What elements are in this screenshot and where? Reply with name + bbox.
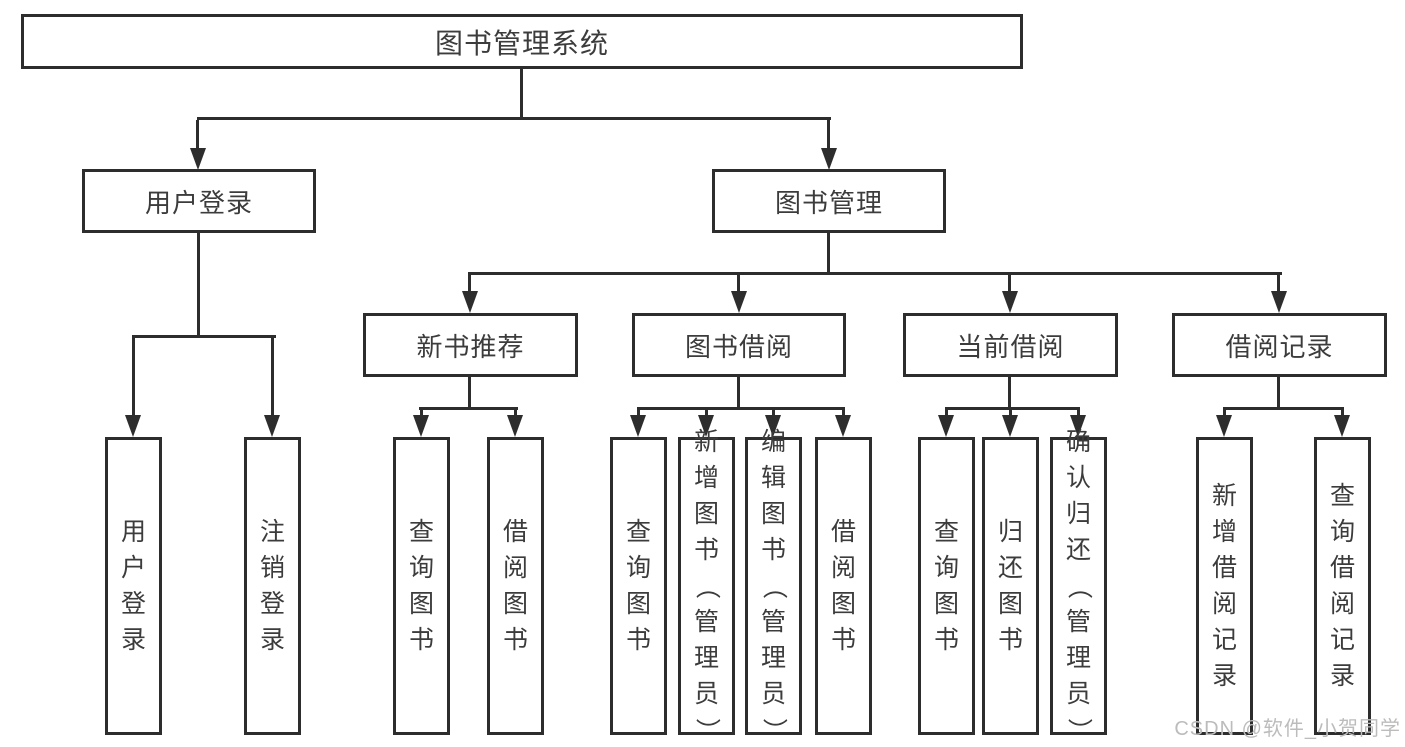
node-book-borrow: 图书借阅 xyxy=(632,313,846,377)
arrow-down-icon xyxy=(765,415,781,437)
connector-borrowrecord-branch xyxy=(1223,407,1344,410)
connector-bookborrow-stem xyxy=(737,377,740,410)
leaf-add-borrow-record: 新增借阅记录 xyxy=(1196,437,1253,735)
arrow-down-icon xyxy=(630,415,646,437)
node-label: 用户登录 xyxy=(144,187,253,218)
connector-bookborrow-shaft xyxy=(737,275,740,291)
leaf-user-login: 用户登录 xyxy=(105,437,162,735)
node-label: 图书管理 xyxy=(774,187,883,218)
arrow-down-icon xyxy=(1334,415,1350,437)
node-current-borrow: 当前借阅 xyxy=(903,313,1118,377)
connector-leaf-shaft xyxy=(132,338,135,415)
connector-newbookrec-stem xyxy=(468,376,471,410)
leaf-query-borrow-record: 查询借阅记录 xyxy=(1314,437,1371,735)
connector-root-stem xyxy=(520,69,523,120)
arrow-down-icon xyxy=(835,415,851,437)
leaf-return-book: 归还图书 xyxy=(982,437,1039,735)
leaf-edit-book-admin: 编辑图书（管理员） xyxy=(745,429,802,743)
leaf-borrow-book: 借阅图书 xyxy=(815,437,872,735)
connector-leaf-shaft xyxy=(772,410,775,415)
connector-leaf-shaft xyxy=(271,338,274,415)
arrow-down-icon xyxy=(938,415,954,437)
arrow-down-icon xyxy=(190,148,206,170)
arrow-down-icon xyxy=(462,291,478,313)
connector-userlogin-branch xyxy=(132,335,276,338)
connector-bookborrow-branch xyxy=(637,407,845,410)
arrow-down-icon xyxy=(698,415,714,437)
node-library-management-system: 图书管理系统 xyxy=(21,14,1023,69)
connector-leaf-shaft xyxy=(514,410,517,415)
arrow-down-icon xyxy=(1070,415,1086,437)
connector-bookmgmt-stem xyxy=(827,233,830,275)
node-new-book-recommend: 新书推荐 xyxy=(363,313,578,377)
csdn-watermark: CSDN @软件_小贺同学 xyxy=(1174,718,1401,740)
leaf-confirm-return-admin: 确认归还（管理员） xyxy=(1050,429,1107,743)
connector-leaf-shaft xyxy=(637,410,640,415)
arrow-down-icon xyxy=(1216,415,1232,437)
connector-newbookrec-branch xyxy=(419,407,518,410)
connector-leaf-shaft xyxy=(945,410,948,415)
connector-level1-branch xyxy=(197,117,831,120)
connector-userlogin-stem xyxy=(197,233,200,338)
connector-borrowrecord-shaft xyxy=(1277,275,1280,291)
connector-borrowrecord-stem xyxy=(1277,376,1280,410)
node-user-login: 用户登录 xyxy=(82,169,316,233)
connector-leaf-shaft xyxy=(705,410,708,415)
connector-currentborrow-shaft xyxy=(1008,275,1011,291)
leaf-logout: 注销登录 xyxy=(244,437,301,735)
leaf-query-book-current: 查询图书 xyxy=(918,437,975,735)
node-book-management: 图书管理 xyxy=(712,169,946,233)
arrow-down-icon xyxy=(821,148,837,170)
node-label: 图书借阅 xyxy=(684,331,793,362)
connector-newbookrec-shaft xyxy=(468,275,471,291)
connector-bookmgmt-shaft xyxy=(827,120,830,148)
arrow-down-icon xyxy=(507,415,523,437)
connector-leaf-shaft xyxy=(842,410,845,415)
leaf-query-book-recommend: 查询图书 xyxy=(393,437,450,735)
leaf-borrow-book-recommend: 借阅图书 xyxy=(487,437,544,735)
arrow-down-icon xyxy=(731,291,747,313)
connector-level2-branch xyxy=(468,272,1282,275)
arrow-down-icon xyxy=(125,415,141,437)
connector-currentborrow-stem xyxy=(1008,377,1011,410)
leaf-query-book-borrow: 查询图书 xyxy=(610,437,667,735)
connector-userlogin-shaft xyxy=(196,120,199,148)
node-label: 借阅记录 xyxy=(1225,331,1334,362)
connector-leaf-shaft xyxy=(1009,410,1012,415)
node-label: 图书管理系统 xyxy=(434,27,609,59)
arrow-down-icon xyxy=(1271,291,1287,313)
node-label: 新书推荐 xyxy=(416,331,525,362)
connector-currentborrow-branch xyxy=(945,407,1080,410)
connector-leaf-shaft xyxy=(1223,410,1226,415)
arrow-down-icon xyxy=(1002,415,1018,437)
node-borrow-record: 借阅记录 xyxy=(1172,313,1387,377)
connector-leaf-shaft xyxy=(1077,410,1080,415)
arrow-down-icon xyxy=(1002,291,1018,313)
connector-leaf-shaft xyxy=(1341,410,1344,415)
arrow-down-icon xyxy=(413,415,429,437)
node-label: 当前借阅 xyxy=(956,331,1065,362)
connector-leaf-shaft xyxy=(420,410,423,415)
arrow-down-icon xyxy=(264,415,280,437)
leaf-add-book-admin: 新增图书（管理员） xyxy=(678,429,735,743)
